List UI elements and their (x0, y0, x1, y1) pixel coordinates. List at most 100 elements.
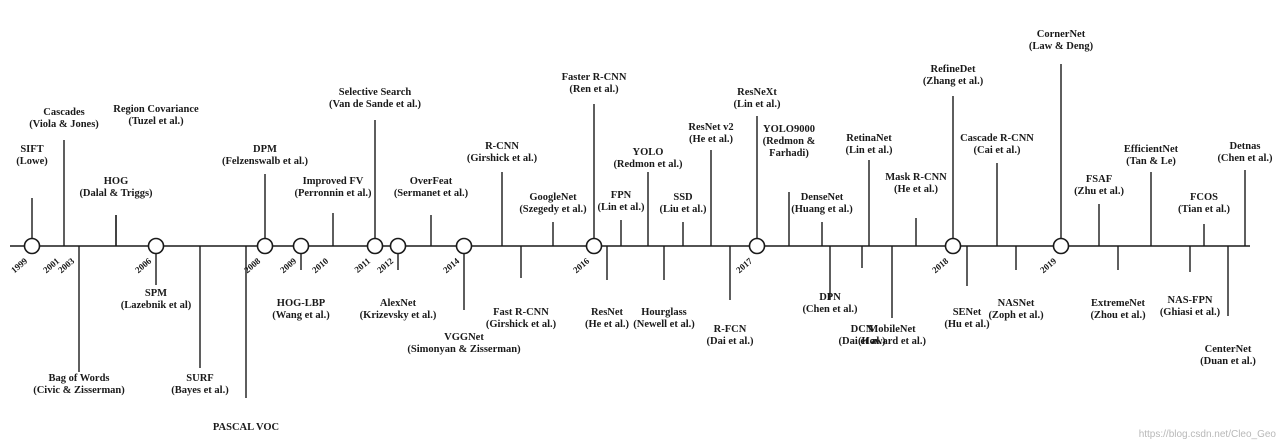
event-name-rcnn: R-CNN (485, 141, 519, 152)
year-node-2006 (147, 237, 165, 255)
year-label: 2018 (930, 256, 951, 276)
event-name-spm: SPM (145, 288, 167, 299)
event-authors-faster_rcnn: (Ren et al.) (569, 84, 619, 95)
event-authors-vggnet: (Simonyan & Zisserman) (407, 344, 521, 355)
event-authors-mask_rcnn: (He et al.) (894, 184, 939, 195)
event-authors-efficientnet: (Tan & Le) (1126, 156, 1176, 167)
year-label: 2008 (242, 256, 263, 276)
event-name-yolo9000: YOLO9000 (763, 124, 815, 135)
event-authors-resnet: (He et al.) (585, 319, 630, 330)
year-label: 2003 (56, 256, 77, 276)
event-name-faster_rcnn: Faster R-CNN (562, 72, 627, 83)
year-label: 2019 (1038, 256, 1059, 276)
event-authors-yolo9000: Farhadi) (769, 148, 809, 159)
event-authors-hourglass: (Newell et al.) (633, 319, 695, 330)
event-name-hog_lbp: HOG-LBP (277, 298, 326, 309)
year-node-2019 (1052, 237, 1070, 255)
event-name-overfeat: OverFeat (410, 176, 453, 187)
event-authors-detnas: (Chen et al.) (1217, 153, 1273, 164)
event-name-selective_search: Selective Search (339, 87, 412, 98)
year-node-2008 (256, 237, 274, 255)
year-node-2012 (389, 237, 407, 255)
event-name-dcn: DCN (851, 324, 874, 335)
event-authors-fcos: (Tian et al.) (1178, 204, 1231, 215)
event-name-vggnet: VGGNet (444, 332, 484, 343)
event-name-bag_of_words: Bag of Words (48, 373, 109, 384)
event-authors-region_covariance: (Tuzel et al.) (128, 116, 184, 127)
event-name-hourglass: Hourglass (641, 307, 687, 318)
year-label: 2014 (441, 256, 462, 276)
event-authors-centernet: (Duan et al.) (1200, 356, 1256, 367)
year-label: 2010 (310, 256, 331, 276)
event-authors-densenet: (Huang et al.) (791, 204, 853, 215)
event-name-sift: SIFT (20, 144, 43, 155)
event-name-googlenet: GoogleNet (529, 192, 577, 203)
event-name-retinanet: RetinaNet (846, 133, 892, 144)
event-authors-resnext: (Lin et al.) (734, 99, 781, 110)
event-name-refinedet: RefineDet (931, 64, 976, 75)
event-name-mobilenet: MobileNet (868, 324, 916, 335)
year-label: 2009 (278, 256, 299, 276)
event-name-senet: SENet (953, 307, 982, 318)
event-ticks (31, 64, 1246, 398)
year-label: 2012 (375, 256, 396, 276)
event-name-fast_rcnn: Fast R-CNN (493, 307, 549, 318)
event-authors-hog_lbp: (Wang et al.) (272, 310, 330, 321)
event-authors-selective_search: (Van de Sande et al.) (329, 99, 422, 110)
event-authors-cascade_rcnn: (Cai et al.) (974, 145, 1021, 156)
event-name-cascade_rcnn: Cascade R-CNN (960, 133, 1034, 144)
event-name-ssd: SSD (673, 192, 693, 203)
event-authors-fast_rcnn: (Girshick et al.) (486, 319, 557, 330)
event-name-densenet: DenseNet (801, 192, 844, 203)
event-authors-retinanet: (Lin et al.) (846, 145, 893, 156)
event-authors-overfeat: (Sermanet et al.) (394, 188, 469, 199)
event-authors-nas_fpn: (Ghiasi et al.) (1160, 307, 1221, 318)
event-name-mask_rcnn: Mask R-CNN (885, 172, 947, 183)
event-name-dpm: DPM (253, 144, 277, 155)
event-authors-alexnet: (Krizevsky et al.) (360, 310, 437, 321)
year-label: 2006 (133, 256, 154, 276)
year-node-2016 (585, 237, 603, 255)
event-authors-extremenet: (Zhou et al.) (1090, 310, 1146, 321)
event-name-nasnet: NASNet (998, 298, 1035, 309)
event-name-resnext: ResNeXt (737, 87, 777, 98)
event-labels: SIFT(Lowe)Cascades(Viola & Jones)Region … (16, 29, 1273, 433)
event-authors-yolo9000: (Redmon & (763, 136, 816, 147)
year-label: 1999 (9, 256, 30, 276)
event-name-region_covariance: Region Covariance (113, 104, 199, 115)
event-authors-mobilenet: (Howard et al.) (858, 336, 926, 347)
year-node-2017 (748, 237, 766, 255)
event-name-extremenet: ExtremeNet (1091, 298, 1146, 309)
event-name-detnas: Detnas (1230, 141, 1261, 152)
event-authors-spm: (Lazebnik et al) (121, 300, 192, 311)
year-node-1999 (23, 237, 41, 255)
year-label: 2011 (352, 256, 372, 275)
event-authors-bag_of_words: (Civic & Zisserman) (33, 385, 125, 396)
event-authors-yolo: (Redmon et al.) (613, 159, 683, 170)
event-name-fcos: FCOS (1190, 192, 1218, 203)
event-name-rfcn: R-FCN (714, 324, 747, 335)
year-node-2009 (292, 237, 310, 255)
event-authors-improved_fv: (Perronnin et al.) (294, 188, 372, 199)
event-authors-resnet_v2: (He et al.) (689, 134, 734, 145)
event-authors-senet: (Hu et al.) (944, 319, 990, 330)
event-authors-fsaf: (Zhu et al.) (1074, 186, 1124, 197)
year-node-2014 (455, 237, 473, 255)
year-node-2011 (366, 237, 384, 255)
event-name-dpn: DPN (819, 292, 841, 303)
event-authors-dpn: (Chen et al.) (802, 304, 858, 315)
event-name-resnet: ResNet (591, 307, 624, 318)
year-node-2018 (944, 237, 962, 255)
event-authors-surf: (Bayes et al.) (171, 385, 229, 396)
event-authors-fpn: (Lin et al.) (598, 202, 645, 213)
event-authors-sift: (Lowe) (16, 156, 48, 167)
event-name-cascades: Cascades (43, 107, 84, 118)
year-label: 2016 (571, 256, 592, 276)
watermark: https://blog.csdn.net/Cleo_Geo (1139, 429, 1277, 440)
event-authors-hog: (Dalal & Triggs) (79, 188, 153, 199)
event-name-centernet: CenterNet (1205, 344, 1252, 355)
event-name-fsaf: FSAF (1086, 174, 1112, 185)
event-name-yolo: YOLO (633, 147, 664, 158)
